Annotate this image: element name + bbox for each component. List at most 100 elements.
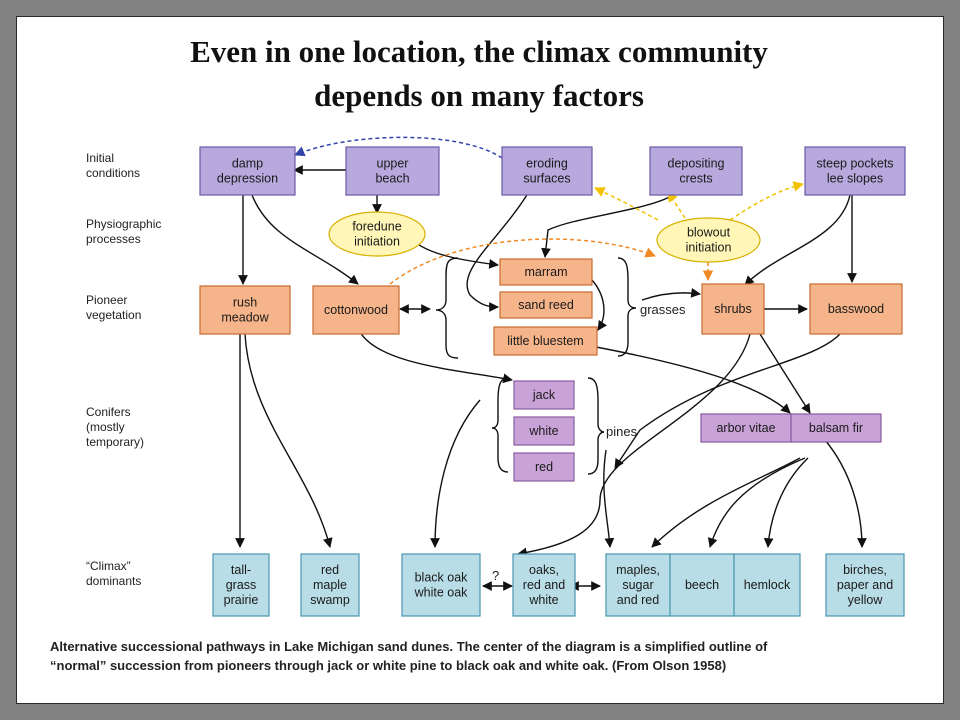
node-upper-line-2: beach [375, 172, 409, 186]
node-cottonwood-shape [312, 285, 400, 335]
node-bluestem-line-1: little bluestem [507, 334, 583, 348]
node-bluestem: little bluestem [493, 326, 598, 356]
node-sandreed-label: sand reed [518, 298, 574, 312]
arrow-balsam-to-maples [651, 457, 801, 548]
arrow-bluestem-to-balsam [595, 346, 791, 414]
arrow-balsam-to-birches [824, 439, 867, 548]
node-red-shape [513, 452, 575, 482]
arrow-shrubs-to-balsam [759, 333, 811, 414]
node-eroding-shape [501, 146, 593, 196]
node-damp-line-1: damp [232, 157, 263, 171]
node-beech-shape [669, 553, 735, 617]
node-maples-shape [605, 553, 671, 617]
node-balsam-shape [790, 413, 882, 443]
node-beech-line-1: beech [685, 578, 719, 592]
brace-pines-left [491, 377, 509, 473]
row-physio-2: processes [86, 232, 141, 246]
node-balsam: balsam fir [790, 413, 882, 443]
arrow-shrubs-to-blackoak [517, 333, 751, 558]
node-upper-shape [345, 146, 440, 196]
node-blackoak-line-1: black oak [415, 571, 469, 585]
node-red-line-1: red [535, 460, 553, 474]
node-foredune-line-2: initiation [354, 235, 400, 249]
node-foredune-shape [328, 211, 426, 257]
node-oaks-line-3: white [528, 593, 558, 607]
node-balsam-label: balsam fir [809, 421, 863, 435]
node-redmaple-line-1: red [321, 563, 339, 577]
node-blackoak-shape [401, 553, 481, 617]
row-conifers-1: Conifers [86, 405, 131, 419]
node-oaks-shape [512, 553, 576, 617]
node-shrubs-line-1: shrubs [714, 302, 752, 316]
node-tallgrass-line-3: prairie [224, 593, 259, 607]
node-shrubs-label: shrubs [714, 302, 752, 316]
node-bluestem-shape [493, 326, 598, 356]
node-depositing-line-2: crests [679, 172, 712, 186]
node-rush-line-1: rush [233, 296, 257, 310]
node-depositing-line-1: depositing [668, 157, 725, 171]
node-damp-shape [199, 146, 296, 196]
row-climax-1: “Climax” [86, 559, 131, 573]
dashed-blowout-to-eroding [594, 187, 659, 221]
node-marram-line-1: marram [524, 265, 567, 279]
node-basswood: basswood [809, 283, 903, 335]
node-sandreed: sand reed [499, 291, 593, 319]
node-blowout-line-1: blowout [687, 226, 731, 240]
caption-line-1: Alternative successional pathways in Lak… [50, 639, 768, 654]
dashed-cottonwood-to-blowout [389, 238, 656, 285]
caption-line-2: “normal” succession from pioneers throug… [50, 658, 727, 673]
node-basswood-shape [809, 283, 903, 335]
node-jack: jack [513, 380, 575, 410]
node-cottonwood: cottonwood [312, 285, 400, 335]
node-maples-line-2: sugar [622, 578, 653, 592]
row-initial-1: Initial [86, 151, 114, 165]
arrow-damp-to-cottonwood [251, 194, 359, 285]
title-line-1: Even in one location, the climax communi… [190, 34, 768, 69]
node-hemlock-line-1: hemlock [744, 578, 791, 592]
node-arbor: arbor vitae [700, 413, 792, 443]
node-maples-line-3: and red [617, 593, 659, 607]
arrow-steep-to-shrubs [744, 194, 851, 286]
node-red: red [513, 452, 575, 482]
node-rush-shape [199, 285, 291, 335]
arrow-eroding-to-sandreed [466, 189, 531, 312]
node-arbor-label: arbor vitae [716, 421, 775, 435]
dashed-arrows [294, 136, 805, 285]
node-arbor-shape [700, 413, 792, 443]
figure-caption: Alternative successional pathways in Lak… [50, 637, 910, 675]
node-white-line-1: white [528, 424, 558, 438]
node-redmaple-line-3: swamp [310, 593, 350, 607]
braces [435, 257, 637, 475]
node-tallgrass-shape [212, 553, 270, 617]
row-pioneer-1: Pioneer [86, 293, 127, 307]
node-depositing-shape [649, 146, 743, 196]
node-shrubs-shape [701, 283, 765, 335]
node-marram: marram [499, 258, 593, 286]
node-blackoak-line-2: white oak [414, 586, 469, 600]
node-hemlock: hemlock [733, 553, 801, 617]
node-sandreed-line-1: sand reed [518, 298, 574, 312]
dashed-blowout-to-steep [729, 181, 805, 221]
node-steep-line-2: lee slopes [827, 172, 883, 186]
node-basswood-line-1: basswood [828, 302, 884, 316]
row-climax-2: dominants [86, 574, 141, 588]
row-initial-2: conditions [86, 166, 140, 180]
arrow-grasses-to-shrubs [641, 287, 701, 301]
